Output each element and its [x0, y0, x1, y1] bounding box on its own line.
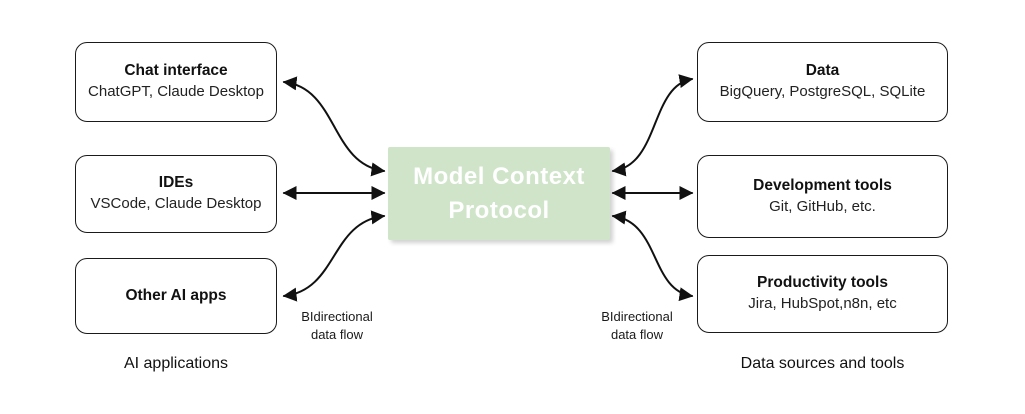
node-title: Development tools — [753, 176, 892, 194]
node-title: Productivity tools — [757, 274, 888, 292]
node-subtitle: Git, GitHub, etc. — [769, 197, 876, 215]
arrow-mcp-to-data — [611, 74, 694, 177]
mcp-title-line1: Model Context — [413, 162, 585, 190]
flow-label-right: BIdirectional data flow — [575, 308, 699, 344]
node-title: Other AI apps — [125, 286, 227, 304]
node-subtitle: Jira, HubSpot,n8n, etc — [748, 295, 897, 313]
arrow-chat-to-mcp — [282, 76, 386, 177]
arrow-mcp-to-productivity — [611, 210, 694, 302]
node-productivity-tools[interactable]: Productivity tools Jira, HubSpot,n8n, et… — [697, 255, 948, 333]
node-subtitle: BigQuery, PostgreSQL, SQLite — [719, 83, 926, 101]
caption-data-sources-and-tools: Data sources and tools — [740, 355, 905, 372]
node-title: Chat interface — [124, 62, 228, 80]
node-title: IDEs — [158, 174, 194, 192]
node-subtitle: VSCode, Claude Desktop — [90, 195, 262, 213]
node-chat-interface[interactable]: Chat interface ChatGPT, Claude Desktop — [75, 42, 277, 122]
node-other-ai-apps[interactable]: Other AI apps — [75, 258, 277, 334]
flow-label-left: BIdirectional data flow — [275, 308, 399, 344]
flow-label-line1: BIdirectional — [601, 309, 673, 324]
node-ides[interactable]: IDEs VSCode, Claude Desktop — [75, 155, 277, 233]
node-subtitle: ChatGPT, Claude Desktop — [88, 83, 264, 101]
flow-label-line1: BIdirectional — [301, 309, 373, 324]
node-development-tools[interactable]: Development tools Git, GitHub, etc. — [697, 155, 948, 238]
mcp-title-line2: Protocol — [448, 196, 550, 224]
arrow-otherapps-to-mcp — [282, 210, 386, 302]
flow-label-line2: data flow — [310, 327, 364, 343]
flow-label-line2: data flow — [610, 327, 664, 343]
caption-ai-applications: AI applications — [123, 355, 229, 372]
node-title: Data — [805, 62, 840, 80]
node-data[interactable]: Data BigQuery, PostgreSQL, SQLite — [697, 42, 948, 122]
mcp-core-box[interactable]: Model Context Protocol — [388, 147, 610, 240]
